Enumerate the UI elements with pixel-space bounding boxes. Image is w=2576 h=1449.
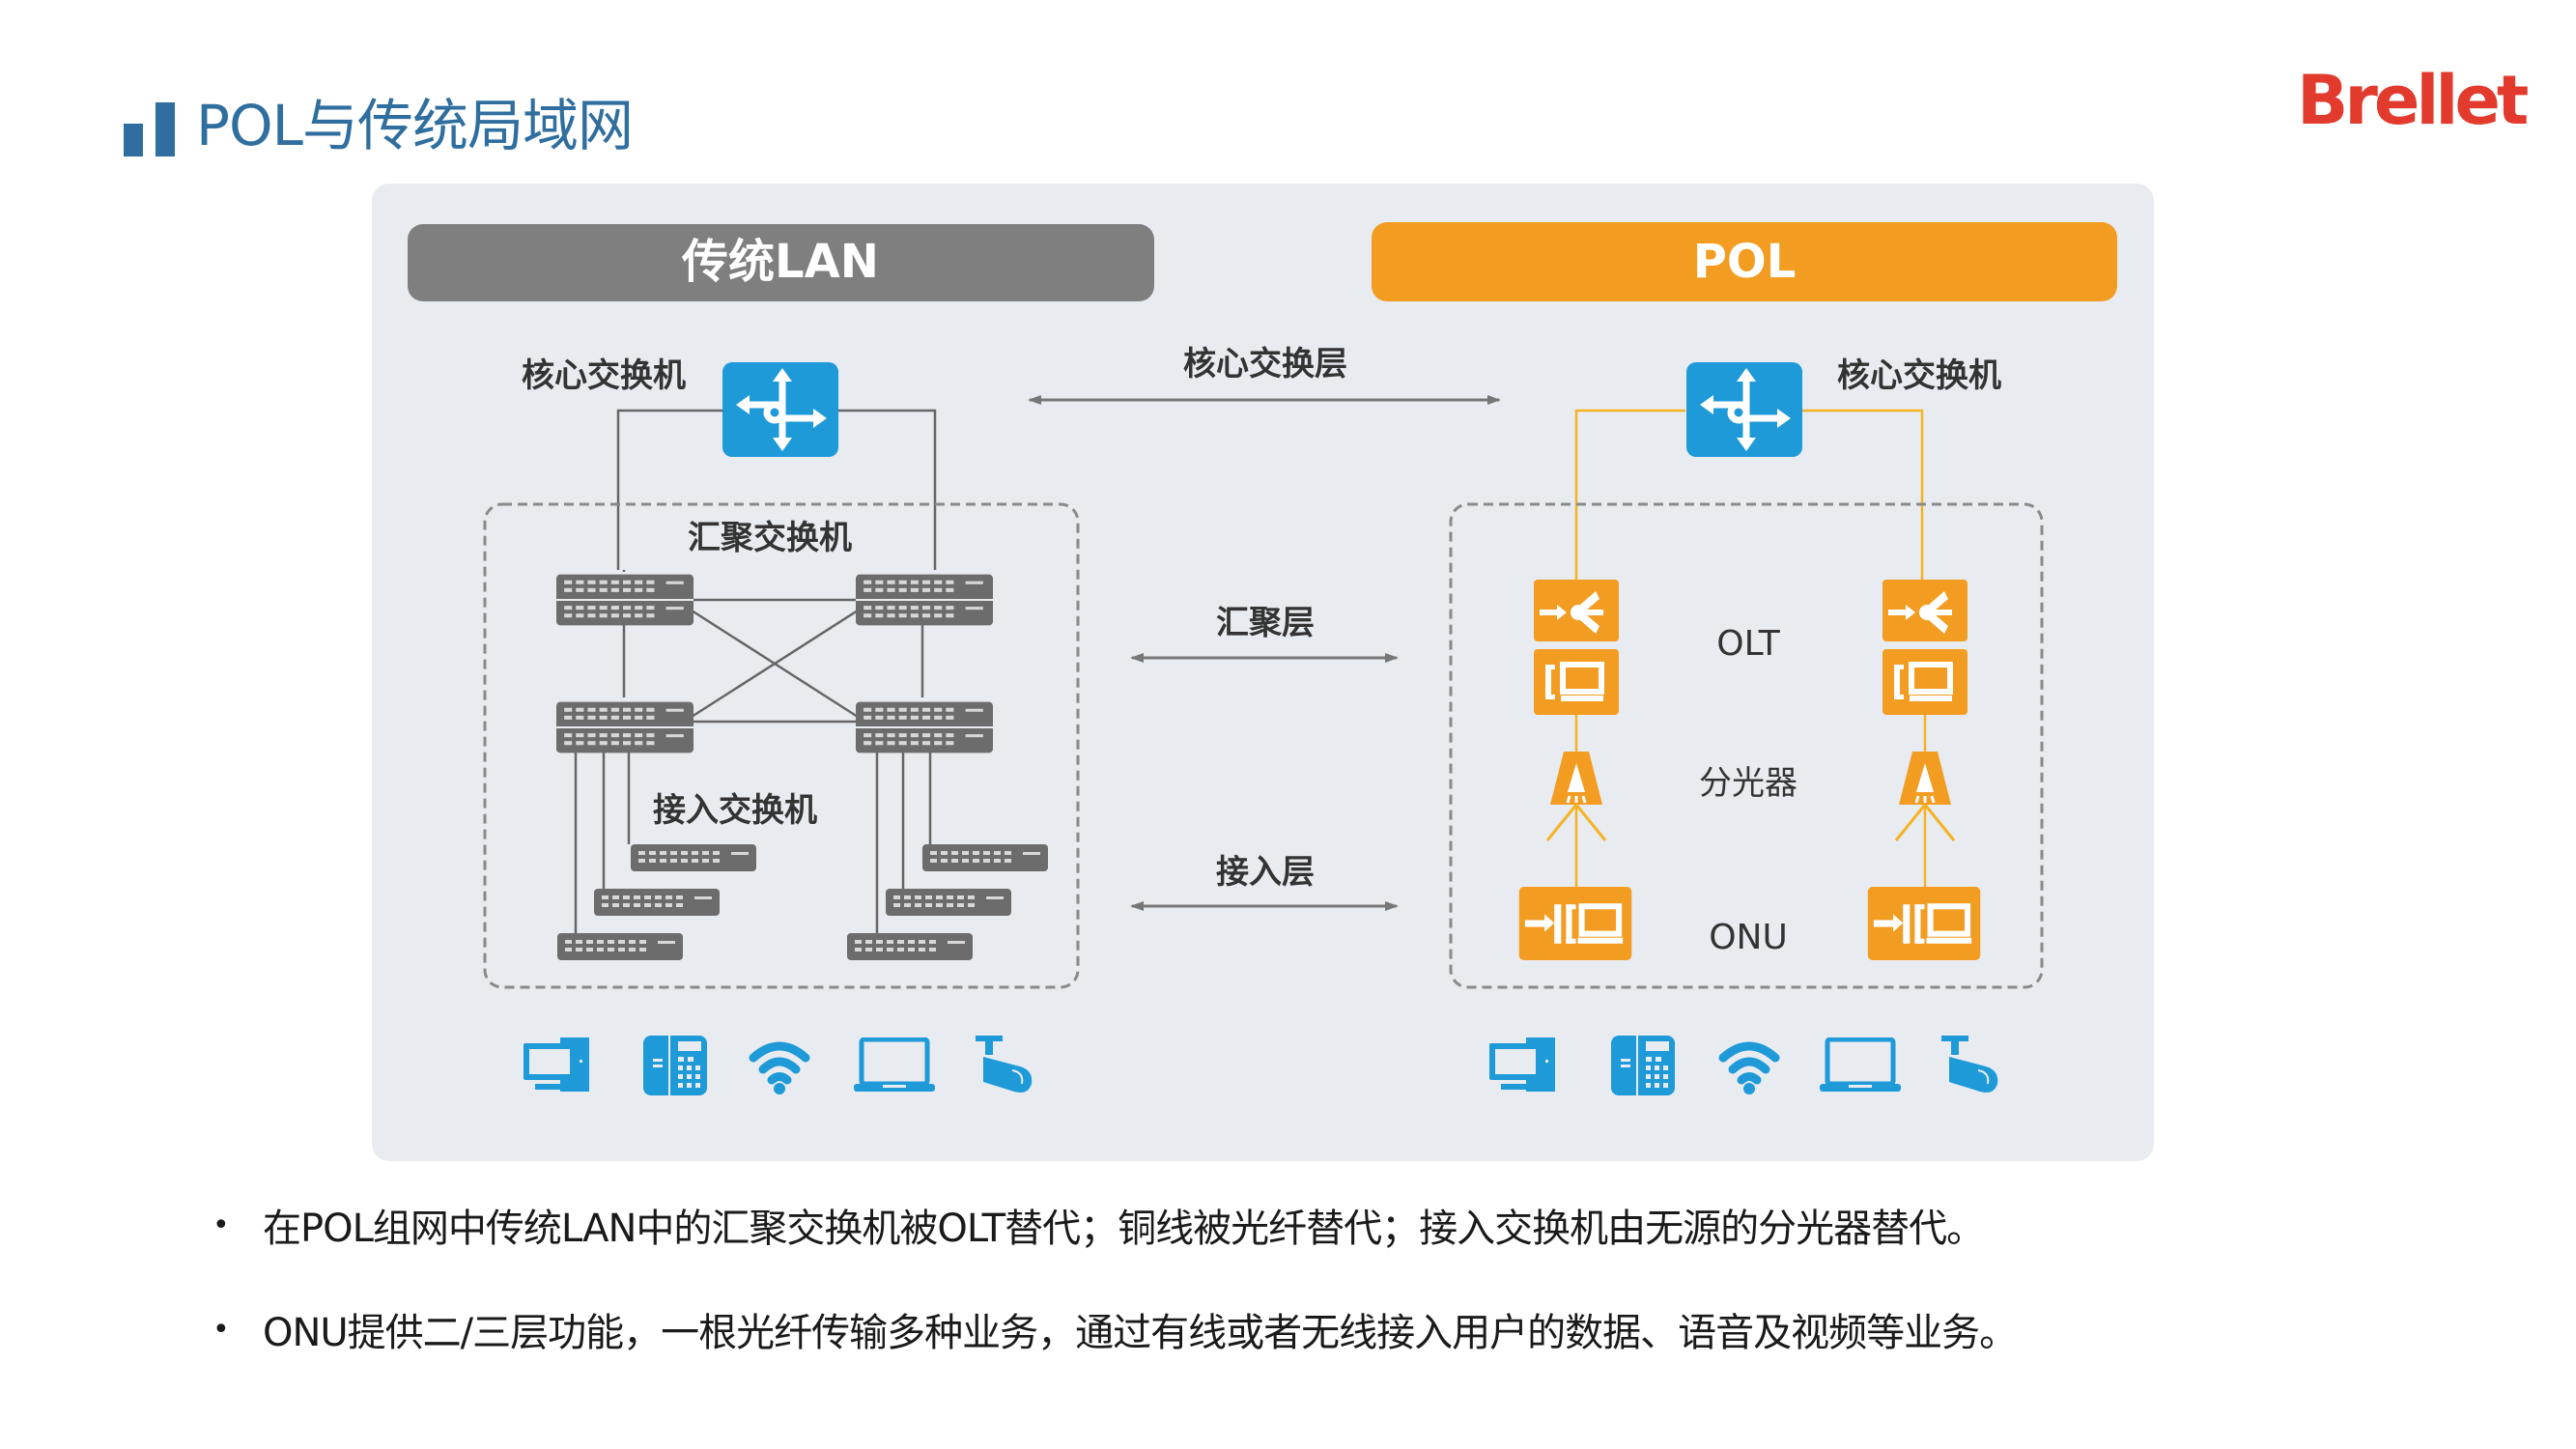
brellet-logo: Brellet bbox=[2297, 61, 2529, 140]
pol-distribution-area bbox=[1449, 502, 2044, 989]
bullet-text: 在POL组网中传统LAN中的汇聚交换机被OLT替代；铜线被光纤替代；接入交换机由… bbox=[263, 1207, 1985, 1251]
page-title: POL与传统局域网 bbox=[196, 93, 634, 158]
access-switch-icon bbox=[631, 844, 756, 871]
aggregation-switch-label: 汇聚交换机 bbox=[688, 519, 852, 557]
access-layer-label: 接入层 bbox=[1216, 853, 1315, 892]
onu-label: ONU bbox=[1709, 918, 1788, 957]
pol-core-switch-icon bbox=[1686, 362, 1802, 457]
onu-icon bbox=[1519, 887, 1632, 960]
core-layer-label: 核心交换层 bbox=[1183, 345, 1347, 384]
lan-header-label: 传统LAN bbox=[681, 235, 879, 289]
olt-label: OLT bbox=[1716, 624, 1780, 664]
access-switch-label: 接入交换机 bbox=[653, 791, 817, 830]
title-bars-icon bbox=[124, 102, 175, 156]
aggregation-switch-icon bbox=[556, 701, 694, 753]
pol-header bbox=[1372, 222, 2117, 301]
bullet-item: • ONU提供二/三层功能，一根光纤传输多种业务，通过有线或者无线接入用户的数据… bbox=[203, 1300, 2018, 1358]
bullet-dot: • bbox=[212, 1312, 230, 1347]
telephone-icon bbox=[1611, 1036, 1675, 1095]
lan-core-switch-icon bbox=[722, 362, 838, 457]
access-switch-icon bbox=[886, 889, 1011, 916]
aggregation-layer-label: 汇聚层 bbox=[1216, 604, 1315, 642]
bullet-list: • 在POL组网中传统LAN中的汇聚交换机被OLT替代；铜线被光纤替代；接入交换… bbox=[203, 1196, 2018, 1405]
lan-copper-links bbox=[574, 409, 937, 933]
bullet-item: • 在POL组网中传统LAN中的汇聚交换机被OLT替代；铜线被光纤替代；接入交换… bbox=[203, 1196, 2017, 1254]
pol-core-label: 核心交换机 bbox=[1837, 356, 2001, 395]
access-switch-icon bbox=[594, 889, 720, 916]
access-switch-icon bbox=[922, 844, 1048, 871]
access-switch-icon bbox=[847, 933, 973, 960]
slide-title: POL与传统局域网 bbox=[124, 93, 634, 158]
telephone-icon bbox=[643, 1036, 707, 1095]
pol-header-label: POL bbox=[1693, 235, 1797, 289]
bullet-text: ONU提供二/三层功能，一根光纤传输多种业务，通过有线或者无线接入用户的数据、语… bbox=[263, 1311, 2018, 1355]
splitter-label: 分光器 bbox=[1699, 764, 1798, 803]
bullet-dot: • bbox=[212, 1208, 230, 1242]
lan-distribution-area bbox=[483, 502, 1080, 989]
pol-fiber-links bbox=[1574, 409, 1927, 887]
access-switch-icon bbox=[557, 933, 683, 960]
lan-header bbox=[408, 224, 1154, 301]
aggregation-switch-icon bbox=[856, 574, 993, 626]
aggregation-switch-icon bbox=[556, 574, 694, 626]
onu-icon bbox=[1868, 887, 1981, 960]
lan-core-label: 核心交换机 bbox=[522, 356, 686, 395]
aggregation-switch-icon bbox=[856, 701, 993, 753]
